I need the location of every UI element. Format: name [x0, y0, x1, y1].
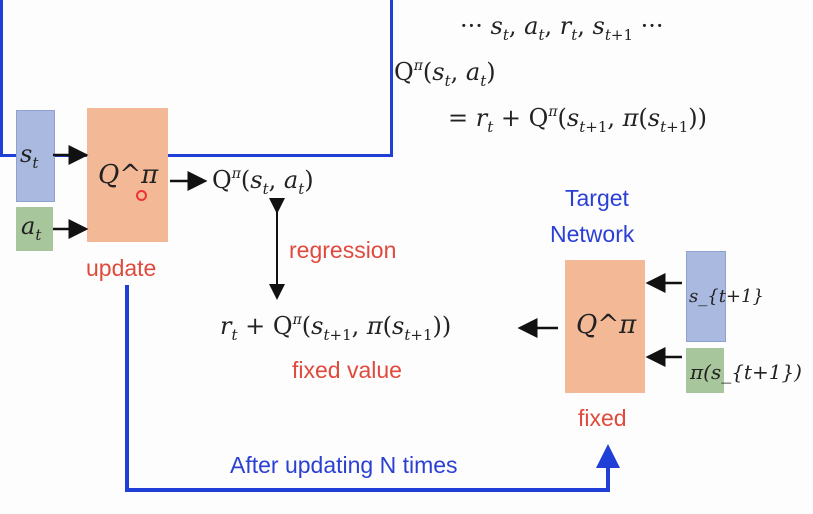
target-network-label: Q^π [576, 310, 637, 340]
update-label: update [86, 255, 157, 281]
state-input-box [16, 110, 55, 202]
q-network-label: Q^π [98, 160, 159, 190]
cursor-dot-icon [136, 190, 147, 201]
target-network-title-1: Target [565, 185, 629, 211]
bellman-rhs: = rt + Qπ(st+1, π(st+1)) [448, 104, 708, 136]
loop-label: After updating N times [230, 452, 458, 478]
formula-box [0, 0, 393, 157]
bellman-lhs: Qπ(st, at) [394, 58, 496, 90]
fixed-value-label: fixed value [292, 357, 402, 383]
next-state-box [686, 251, 726, 342]
next-action-label: π(s_{t+1}) [690, 360, 802, 384]
q-output: Qπ(st, at) [212, 166, 314, 198]
q-network-box [87, 108, 168, 242]
target-network-title-2: Network [550, 221, 635, 247]
fixed-label: fixed [578, 405, 627, 431]
target-expression: rt + Qπ(st+1, π(st+1)) [220, 312, 452, 344]
transition-sequence: ··· st, at, rt, st+1 ··· [460, 12, 664, 44]
action-input-box [16, 207, 53, 251]
action-input-label: at [21, 212, 42, 244]
next-action-box [686, 348, 724, 393]
next-state-label: s_{t+1} [689, 286, 764, 307]
target-network-box [565, 260, 645, 393]
copy-weights-arrow [125, 285, 620, 492]
regression-label: regression [289, 237, 397, 263]
state-input-label: st [20, 140, 39, 172]
